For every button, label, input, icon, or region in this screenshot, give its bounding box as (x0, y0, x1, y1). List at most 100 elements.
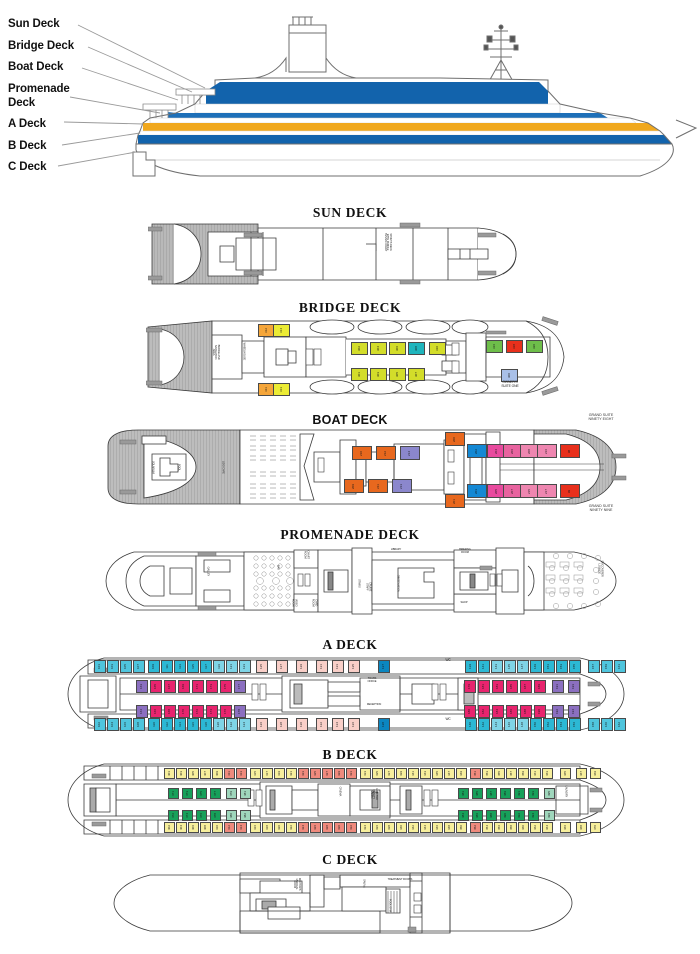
cabin-103[interactable]: 103 (107, 660, 119, 673)
cabin-117[interactable]: 117 (200, 660, 212, 673)
cabin-135[interactable]: 135 (348, 660, 360, 673)
cabin-202[interactable]: 202 (467, 444, 487, 458)
cabin-119[interactable]: 119 (213, 660, 225, 673)
cabin-486[interactable]: 486 (472, 810, 483, 821)
cabin-473[interactable]: 473 (182, 788, 193, 799)
cabin-421[interactable]: 421 (286, 768, 297, 779)
cabin-305[interactable]: 305 (389, 368, 406, 381)
cabin-491[interactable]: 491 (514, 788, 525, 799)
cabin-192[interactable]: 192 (552, 705, 564, 718)
cabin-302[interactable]: 302 (351, 342, 368, 355)
cabin-414[interactable]: 414 (236, 822, 247, 833)
cabin-404[interactable]: 404 (176, 822, 187, 833)
cabin-407[interactable]: 407 (200, 768, 211, 779)
cabin-405[interactable]: 405 (188, 768, 199, 779)
cabin-186[interactable]: 186 (506, 705, 518, 718)
cabin-154[interactable]: 154 (556, 718, 568, 731)
cabin-485[interactable]: 485 (472, 788, 483, 799)
cabin-113[interactable]: 113 (174, 660, 186, 673)
cabin-158[interactable]: 158 (588, 718, 600, 731)
cabin-433[interactable]: 433 (360, 768, 371, 779)
cabin-320[interactable]: 320 (526, 340, 543, 353)
cabin-144[interactable]: 144 (491, 718, 503, 731)
cabin-211[interactable]: 211 (368, 479, 388, 493)
cabin-173[interactable]: 173 (206, 680, 218, 693)
cabin-409[interactable]: 409 (212, 768, 223, 779)
cabin-450[interactable]: 450 (456, 822, 467, 833)
cabin-480[interactable]: 480 (226, 810, 237, 821)
cabin-304[interactable]: 304 (370, 342, 387, 355)
cabin-166[interactable]: 166 (150, 705, 162, 718)
cabin-451[interactable]: 451 (470, 768, 481, 779)
cabin-453[interactable]: 453 (482, 768, 493, 779)
cabin-477[interactable]: 477 (210, 788, 221, 799)
cabin-487[interactable]: 487 (486, 788, 497, 799)
cabin-442[interactable]: 442 (408, 822, 419, 833)
cabin-448[interactable]: 448 (444, 822, 455, 833)
cabin-310[interactable]: 310 (429, 342, 446, 355)
cabin-435[interactable]: 435 (372, 768, 383, 779)
cabin-176[interactable]: 176 (220, 705, 232, 718)
cabin-402[interactable]: 402 (164, 822, 175, 833)
cabin-441[interactable]: 441 (408, 768, 419, 779)
cabin-167[interactable]: 167 (164, 680, 176, 693)
cabin-181[interactable]: 181 (478, 680, 490, 693)
cabin-108[interactable]: 108 (133, 718, 145, 731)
cabin-114[interactable]: 114 (174, 718, 186, 731)
cabin-308[interactable]: 308 (408, 342, 425, 355)
cabin-423[interactable]: 423 (298, 768, 309, 779)
cabin-434[interactable]: 434 (360, 822, 371, 833)
cabin-438[interactable]: 438 (384, 822, 395, 833)
cabin-152[interactable]: 152 (543, 718, 555, 731)
cabin-429[interactable]: 429 (334, 768, 345, 779)
cabin-189[interactable]: 189 (534, 680, 546, 693)
cabin-465[interactable]: 465 (560, 768, 571, 779)
cabin-483[interactable]: 483 (458, 788, 469, 799)
cabin-216[interactable]: 216 (537, 444, 557, 458)
cabin-151[interactable]: 151 (543, 660, 555, 673)
cabin-478[interactable]: 478 (210, 810, 221, 821)
cabin-417[interactable]: 417 (262, 768, 273, 779)
cabin-439[interactable]: 439 (396, 768, 407, 779)
cabin-470[interactable]: 470 (590, 822, 601, 833)
cabin-456[interactable]: 456 (494, 822, 505, 833)
cabin-146[interactable]: 146 (504, 718, 516, 731)
cabin-160[interactable]: 160 (601, 718, 613, 731)
cabin-457[interactable]: 457 (506, 768, 517, 779)
cabin-424[interactable]: 424 (298, 822, 309, 833)
cabin-101[interactable]: 101 (94, 660, 106, 673)
cabin-183[interactable]: 183 (492, 680, 504, 693)
cabin-106[interactable]: 106 (120, 718, 132, 731)
cabin-495[interactable]: 495 (544, 788, 555, 799)
cabin-148[interactable]: 148 (517, 718, 529, 731)
cabin-187[interactable]: 187 (520, 680, 532, 693)
cabin-178[interactable]: 178 (234, 705, 246, 718)
cabin-104[interactable]: 104 (107, 718, 119, 731)
cabin-157[interactable]: 157 (588, 660, 600, 673)
cabin-180[interactable]: 180 (464, 705, 476, 718)
cabin-475[interactable]: 475 (196, 788, 207, 799)
cabin-496[interactable]: 496 (544, 810, 555, 821)
cabin-147[interactable]: 147 (517, 660, 529, 673)
cabin-476[interactable]: 476 (196, 810, 207, 821)
cabin-102[interactable]: 102 (94, 718, 106, 731)
cabin-111[interactable]: 111 (161, 660, 173, 673)
cabin-122[interactable]: 122 (226, 718, 238, 731)
cabin-418[interactable]: 418 (262, 822, 273, 833)
cabin-105[interactable]: 105 (120, 660, 132, 673)
cabin-469[interactable]: 469 (590, 768, 601, 779)
cabin-138[interactable]: 138 (378, 718, 390, 731)
cabin-452[interactable]: 452 (470, 822, 481, 833)
cabin-413[interactable]: 413 (236, 768, 247, 779)
cabin-461[interactable]: 461 (530, 768, 541, 779)
cabin-210[interactable]: 210 (352, 446, 372, 460)
cabin-479[interactable]: 479 (226, 788, 237, 799)
cabin-455[interactable]: 455 (494, 768, 505, 779)
cabin-214[interactable]: 214 (400, 446, 420, 460)
cabin-449[interactable]: 449 (456, 768, 467, 779)
cabin-406[interactable]: 406 (188, 822, 199, 833)
cabin-436[interactable]: 436 (372, 822, 383, 833)
cabin-172[interactable]: 172 (192, 705, 204, 718)
cabin-466[interactable]: 466 (560, 822, 571, 833)
cabin-419[interactable]: 419 (274, 768, 285, 779)
